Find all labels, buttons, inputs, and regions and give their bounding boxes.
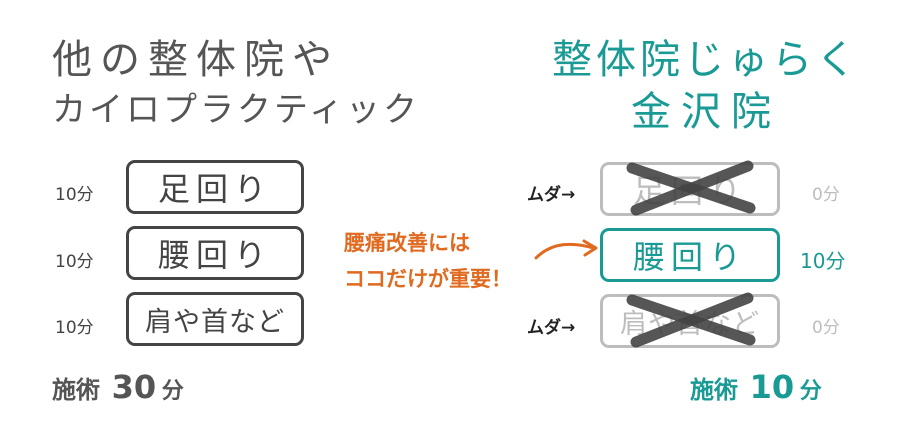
cross-mark-icon [626,160,756,216]
callout-line1: 腰痛改善には [344,231,470,255]
left-title-line2: カイロプラクティック [52,90,420,130]
right-row3-minutes: 0分 [812,318,840,338]
callout: 腰痛改善には ココだけが重要！ [344,225,512,297]
right-total-value: 10 [749,368,795,406]
left-row2-label: 腰回り [157,236,272,274]
left-row1-minutes: 10分 [55,185,94,205]
cross-mark-icon [626,292,756,348]
left-total-value: 30 [111,368,157,406]
right-row1-waste-label: ムダ→ [527,185,576,205]
right-row3-waste-label: ムダ→ [527,318,576,338]
left-row2-box: 腰回り [126,226,304,280]
right-total-unit: 分 [799,379,822,404]
left-total-unit: 分 [161,379,184,404]
left-row1-label: 足回り [157,170,272,208]
right-row2-label: 腰回り [632,238,747,276]
right-title-line2: 金沢院 [631,89,781,135]
right-title-line1: 整体院じゅらく [552,37,860,83]
left-row3-box: 肩や首など [126,292,304,346]
left-row2-minutes: 10分 [55,252,94,272]
left-title-line1: 他の整体院や [52,37,340,83]
left-row3-label: 肩や首など [145,306,285,338]
left-total-prefix: 施術 [52,376,100,404]
right-total-prefix: 施術 [690,376,738,404]
right-row2-minutes: 10分 [800,249,846,273]
left-total: 施術 30 分 [52,368,184,406]
callout-line2: ココだけが重要！ [344,267,512,291]
right-row1-minutes: 0分 [812,185,840,205]
right-title: 整体院じゅらく 金沢院 [552,34,860,138]
callout-arrow-icon [534,239,598,260]
left-row1-box: 足回り [126,160,304,214]
right-row2-box: 腰回り [600,228,780,282]
right-total: 施術 10 分 [690,368,822,406]
left-title: 他の整体院や カイロプラクティック [52,34,420,132]
left-row3-minutes: 10分 [55,318,94,338]
